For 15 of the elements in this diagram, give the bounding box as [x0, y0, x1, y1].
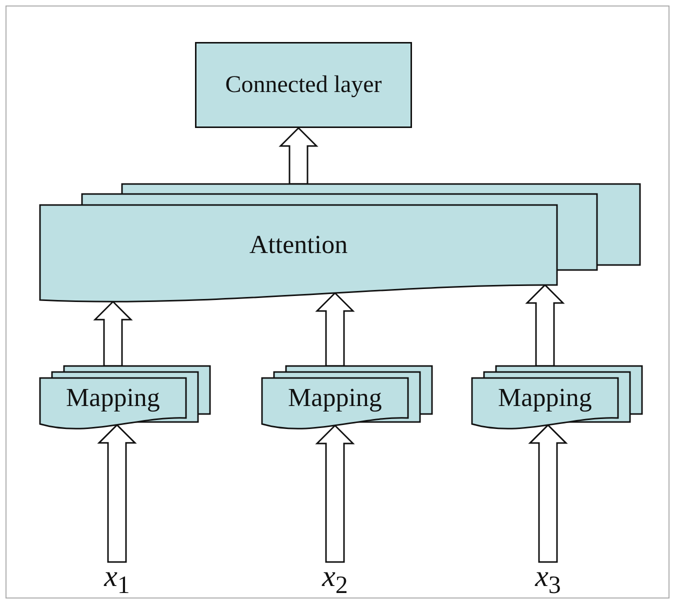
- input-variable-label: x$_{2}$: [322, 562, 348, 598]
- node-label: Mapping: [288, 383, 382, 413]
- input-variable-label: x$_{1}$: [104, 562, 130, 598]
- block-arrow: [315, 424, 355, 563]
- node-label: Mapping: [66, 383, 160, 413]
- block-arrow: [525, 284, 565, 367]
- node-label: Mapping: [498, 383, 592, 413]
- node-label: Attention: [249, 230, 348, 260]
- block-arrow: [528, 424, 568, 563]
- block-arrow: [278, 126, 318, 185]
- block-arrow: [93, 300, 133, 367]
- input-variable-label: x$_{3}$: [535, 562, 561, 598]
- node-label: Connected layer: [225, 72, 382, 98]
- block-arrow: [97, 424, 137, 563]
- block-arrow: [315, 292, 355, 367]
